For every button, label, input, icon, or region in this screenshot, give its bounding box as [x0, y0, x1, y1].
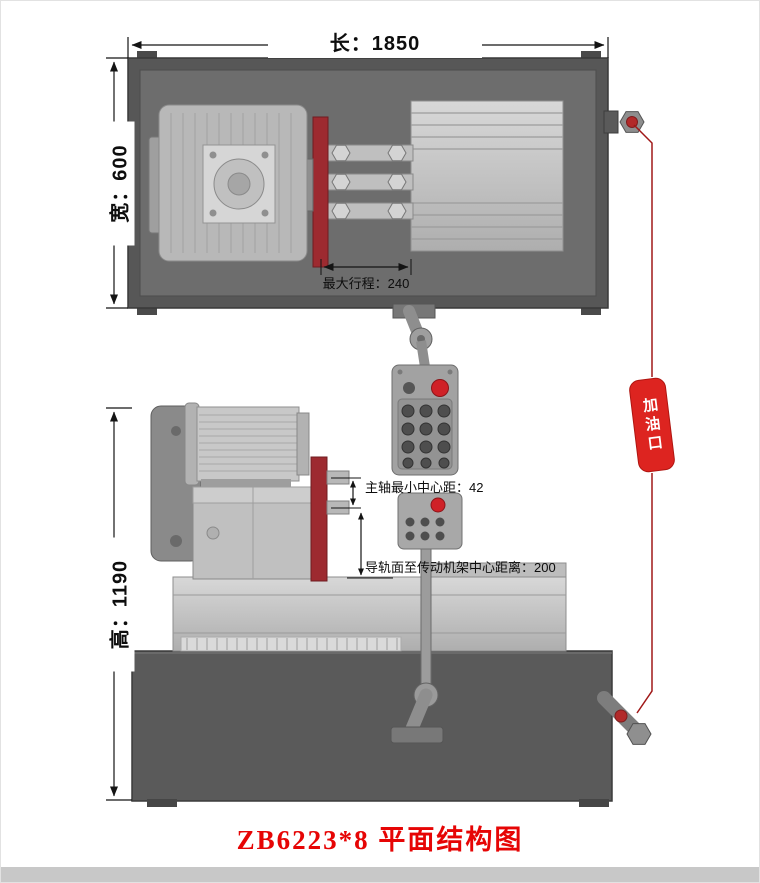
bottom-bar: [1, 867, 759, 882]
oil-port-tag-box: [629, 377, 675, 473]
front-view-drawing: [131, 402, 652, 807]
oil-fitting-bottom: [597, 691, 652, 745]
dim-spindle-center-label: 主轴最小中心距：42: [365, 480, 484, 495]
pendant-pole: [390, 492, 463, 744]
spindle-bars-top: [327, 144, 414, 220]
top-view-drawing: [127, 51, 645, 315]
oil-fitting-top: [603, 110, 645, 134]
dim-width-label: 宽：600: [107, 121, 135, 246]
pendant-control-box: [391, 364, 459, 476]
motor-top: [148, 104, 308, 262]
motor-front: [184, 402, 310, 487]
diagram-title: ZB6223*8 平面结构图: [236, 825, 524, 855]
machine-bed: [172, 562, 567, 652]
table-top: [410, 100, 564, 252]
gearbox-front: [192, 486, 314, 580]
dim-rail-center-label: 导轨面至传动机架中心距离：200: [365, 560, 556, 575]
machine-base: [131, 650, 613, 807]
pendant-red-button: [431, 379, 449, 397]
red-flange-top: [312, 116, 329, 268]
red-flange-front: [310, 456, 328, 582]
spindle-shafts: [326, 470, 350, 515]
dim-max-stroke-label: 最大行程：240: [322, 276, 410, 291]
pendant-arm: [392, 303, 436, 368]
dim-height-label: 高：1190: [107, 537, 135, 672]
dim-length-label: 长：1850: [268, 31, 482, 58]
oil-port-leader-line: [633, 124, 653, 714]
